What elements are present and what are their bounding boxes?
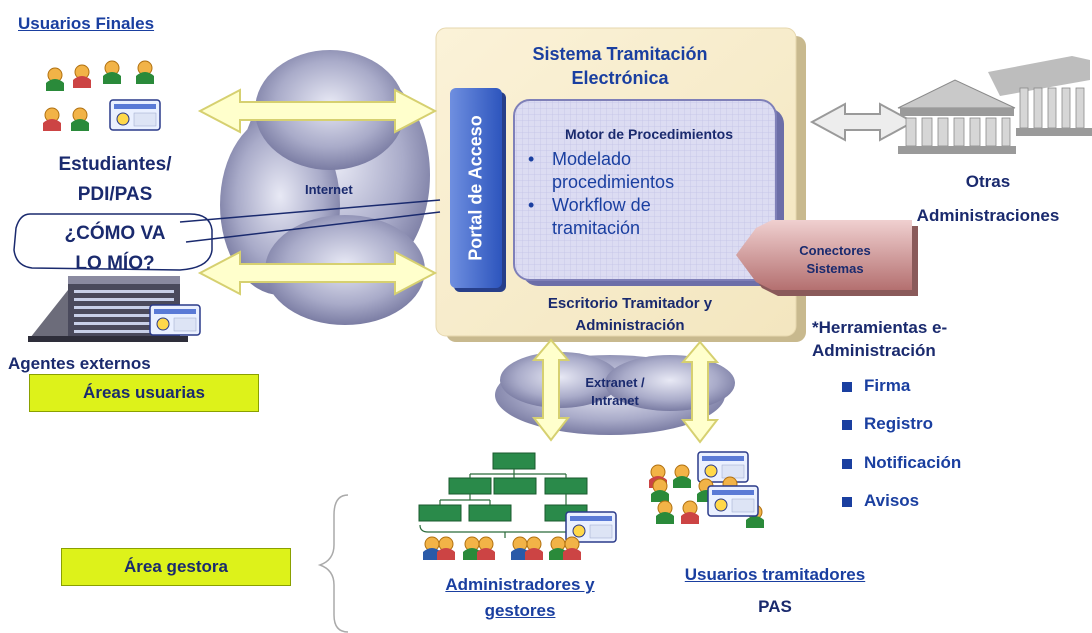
processors-group-icon [648,451,765,529]
users-group-icon [42,60,161,132]
extranet-label: Extranet / Intranet [560,374,670,410]
tool-item: Firma [842,376,910,396]
extranet-label-line1: Extranet / [585,375,645,390]
square-bullet-icon [842,419,852,430]
eadmin-tools-heading-line2: Administración [812,341,936,360]
eadmin-tools-heading-line1: *Herramientas e- [812,318,948,337]
internet-label: Internet [305,182,353,197]
external-agents-label: Agentes externos [8,354,151,373]
tool-item: Notificación [842,453,961,473]
processor-desktop-line1: Escritorio Tramitador y [547,295,713,312]
status-bubble: ¿CÓMO VA LO MÍO? [40,219,190,279]
managers-people-icon [422,536,582,561]
processor-desktop-line2: Administración [575,317,685,334]
system-title-line1: Sistema Tramitación [532,44,708,64]
end-users-heading: Usuarios Finales [18,14,155,33]
processor-desktop-label: Escritorio Tramitador y Administración [480,293,780,337]
id-card-icon [149,304,201,336]
management-area-badge: Área gestora [61,548,291,586]
processor-users-label: Usuarios tramitadores [684,565,866,584]
other-administrations-line1: Otras [965,172,1011,191]
system-connectors-line2: Sistemas [806,261,864,276]
square-bullet-icon [842,496,852,507]
government-building-icon [897,56,1092,154]
administrators-line1: Administradores y [445,575,595,594]
user-areas-badge: Áreas usuarias [29,374,259,412]
status-bubble-line2: LO MÍO? [75,253,155,274]
tool-item: Avisos [842,491,919,511]
procedures-engine-title: Motor de Procedimientos [564,126,734,142]
square-bullet-icon [842,458,852,469]
tool-item: Registro [842,414,933,434]
students-label: Estudiantes/ PDI/PAS [40,150,190,210]
system-connectors-line1: Conectores [799,243,871,258]
access-portal: Portal de Acceso [450,88,502,288]
eadmin-tools-heading: *Herramientas e- Administración [812,316,947,362]
system-title-line2: Electrónica [571,68,669,88]
other-administrations-label: Otras Administraciones [898,165,1078,233]
square-bullet-icon [842,381,852,392]
status-bubble-line1: ¿CÓMO VA [64,223,166,244]
pas-label: PAS [758,597,792,616]
system-title: Sistema Tramitación Electrónica [470,42,770,90]
administrators-line2: gestores [484,601,556,620]
students-label-line1: Estudiantes/ [58,154,172,175]
students-label-line2: PDI/PAS [77,184,153,205]
other-administrations-line2: Administraciones [916,206,1060,225]
access-portal-label: Portal de Acceso [465,115,486,261]
administrators-label: Administradores y gestores [400,572,640,624]
system-connectors-label: Conectores Sistemas [760,242,910,278]
extranet-label-line2: Intranet [591,393,639,408]
